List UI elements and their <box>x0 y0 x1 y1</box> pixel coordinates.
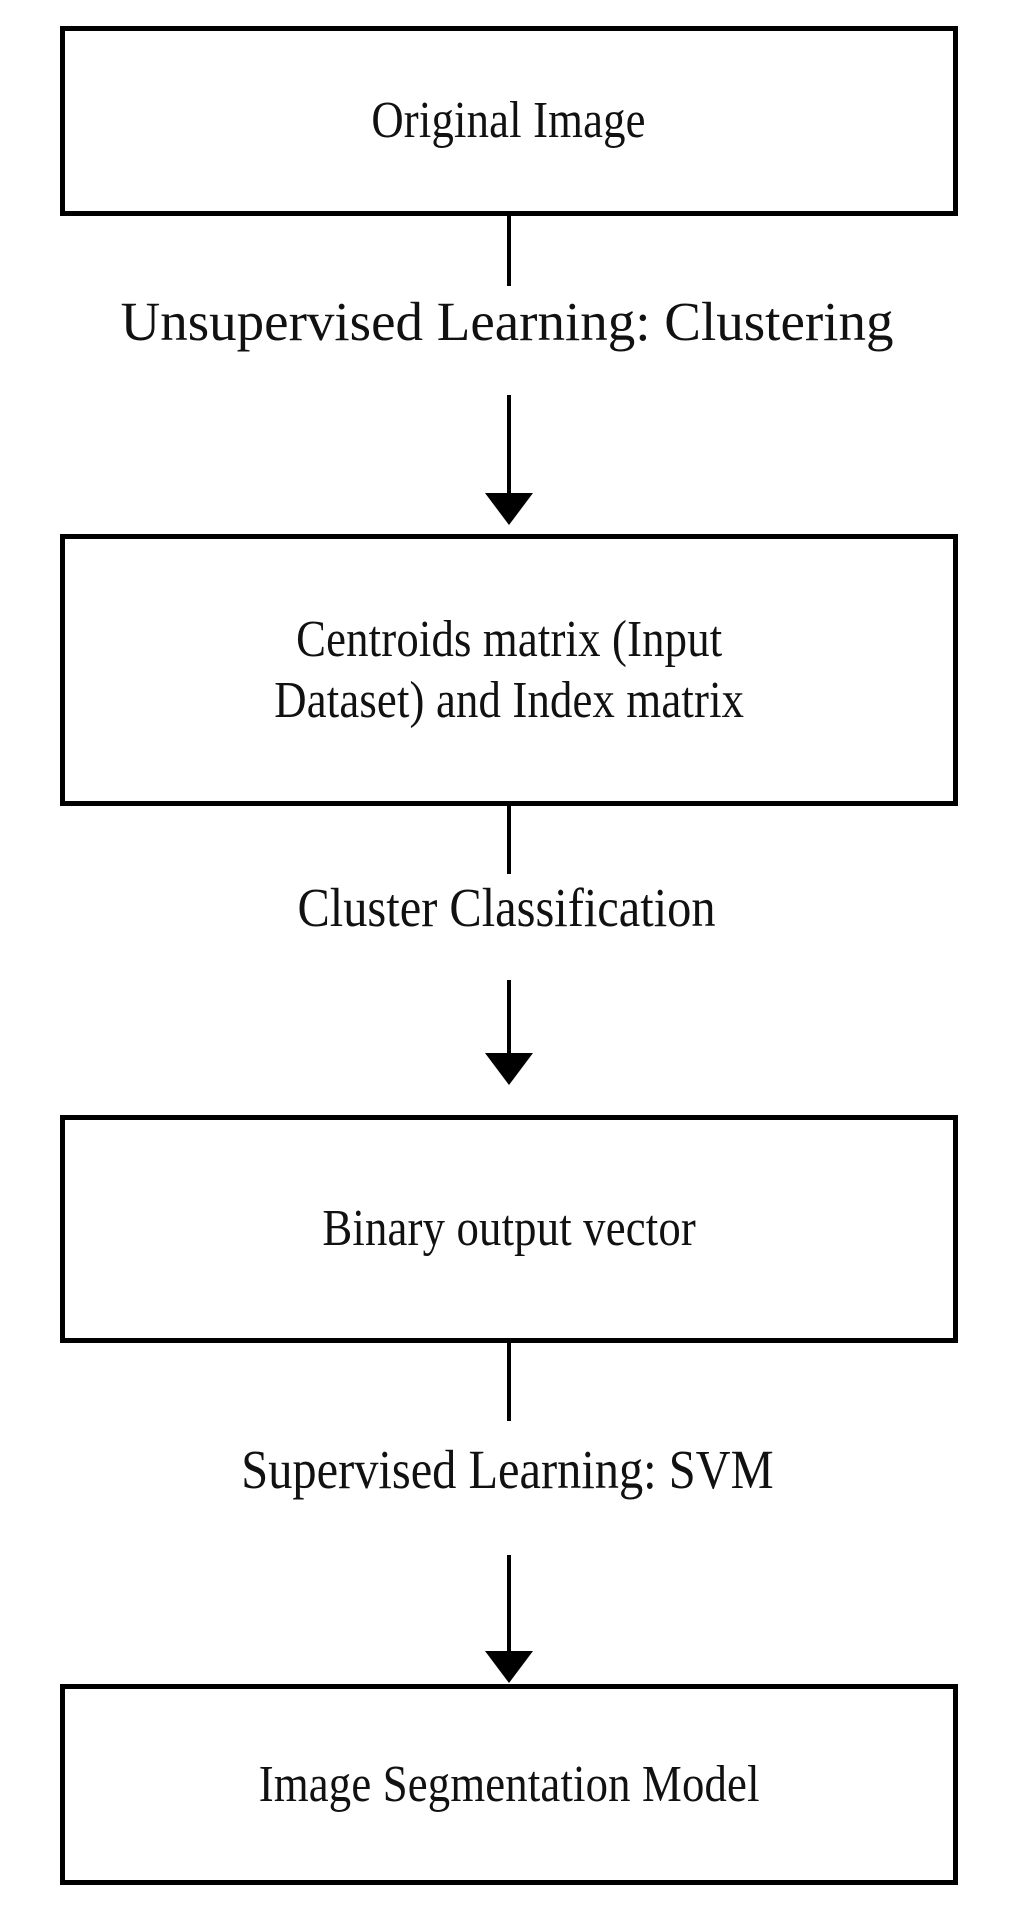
node-centroids-matrix: Centroids matrix (Input Dataset) and Ind… <box>60 534 958 806</box>
node-centroids-matrix-label: Centroids matrix (Input Dataset) and Ind… <box>274 610 744 729</box>
connector-stub-binary-vector <box>507 1341 511 1421</box>
edge-label-cluster-classification: Cluster Classification <box>0 877 1014 939</box>
edge-label-unsupervised-text: Unsupervised Learning: Clustering <box>120 291 894 352</box>
node-binary-output-vector-label: Binary output vector <box>322 1200 696 1258</box>
edge-label-supervised-text: Supervised Learning: SVM <box>240 1439 774 1500</box>
edge-label-unsupervised-learning-clustering: Unsupervised Learning: Clustering <box>0 291 1014 353</box>
node-image-segmentation-model: Image Segmentation Model <box>60 1684 958 1885</box>
edge-label-supervised-learning-svm: Supervised Learning: SVM <box>0 1439 1014 1501</box>
node-image-segmentation-model-label: Image Segmentation Model <box>258 1755 760 1813</box>
arrow-original-image-to-centroids <box>507 395 511 495</box>
connector-stub-original-image <box>507 214 511 286</box>
arrow-binary-vector-to-segmentation <box>507 1555 511 1653</box>
node-original-image: Original Image <box>60 26 958 216</box>
arrow-centroids-to-binary-vector <box>507 980 511 1055</box>
connector-stub-centroids <box>507 804 511 874</box>
node-binary-output-vector: Binary output vector <box>60 1115 958 1343</box>
node-original-image-label: Original Image <box>371 92 647 150</box>
edge-label-cluster-text: Cluster Classification <box>297 877 717 938</box>
